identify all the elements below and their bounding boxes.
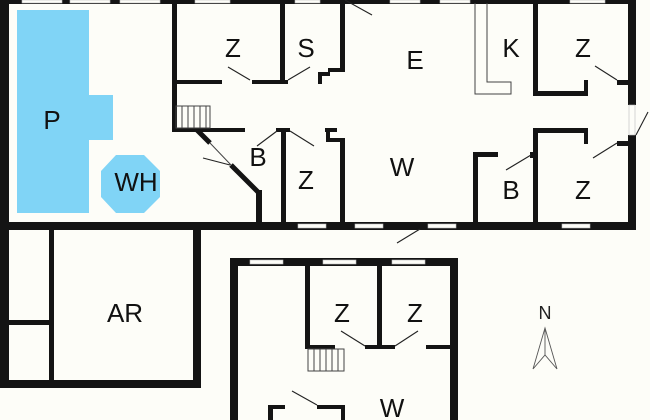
stairs-lower xyxy=(307,348,345,372)
stairs-upper xyxy=(175,105,211,129)
room-label-bathroom: B xyxy=(249,142,266,172)
room-label-dining: E xyxy=(406,45,423,75)
room-label-bedroom: Z xyxy=(298,165,314,195)
whirlpool xyxy=(101,155,160,213)
room-label-bedroom: Z xyxy=(334,298,350,328)
pool xyxy=(17,10,113,213)
compass-label: N xyxy=(539,303,552,323)
room-label-bedroom: Z xyxy=(575,33,591,63)
room-label-living: W xyxy=(380,393,405,420)
room-label-utility: AR xyxy=(107,298,143,328)
kitchen-counter xyxy=(474,3,512,95)
room-label-bedroom: Z xyxy=(407,298,423,328)
walls xyxy=(0,0,636,420)
windows xyxy=(21,0,636,265)
north-arrow-icon: N xyxy=(532,303,558,370)
room-label-living: W xyxy=(390,152,415,182)
room-label-whirlpool: WH xyxy=(114,167,157,197)
room-label-bedroom: Z xyxy=(225,33,241,63)
room-label-pool: P xyxy=(43,105,60,135)
room-label-bedroom: Z xyxy=(575,175,591,205)
room-label-sauna: S xyxy=(297,33,314,63)
room-label-bathroom: B xyxy=(502,175,519,205)
room-label-kitchen: K xyxy=(502,33,520,63)
doors xyxy=(202,0,649,406)
